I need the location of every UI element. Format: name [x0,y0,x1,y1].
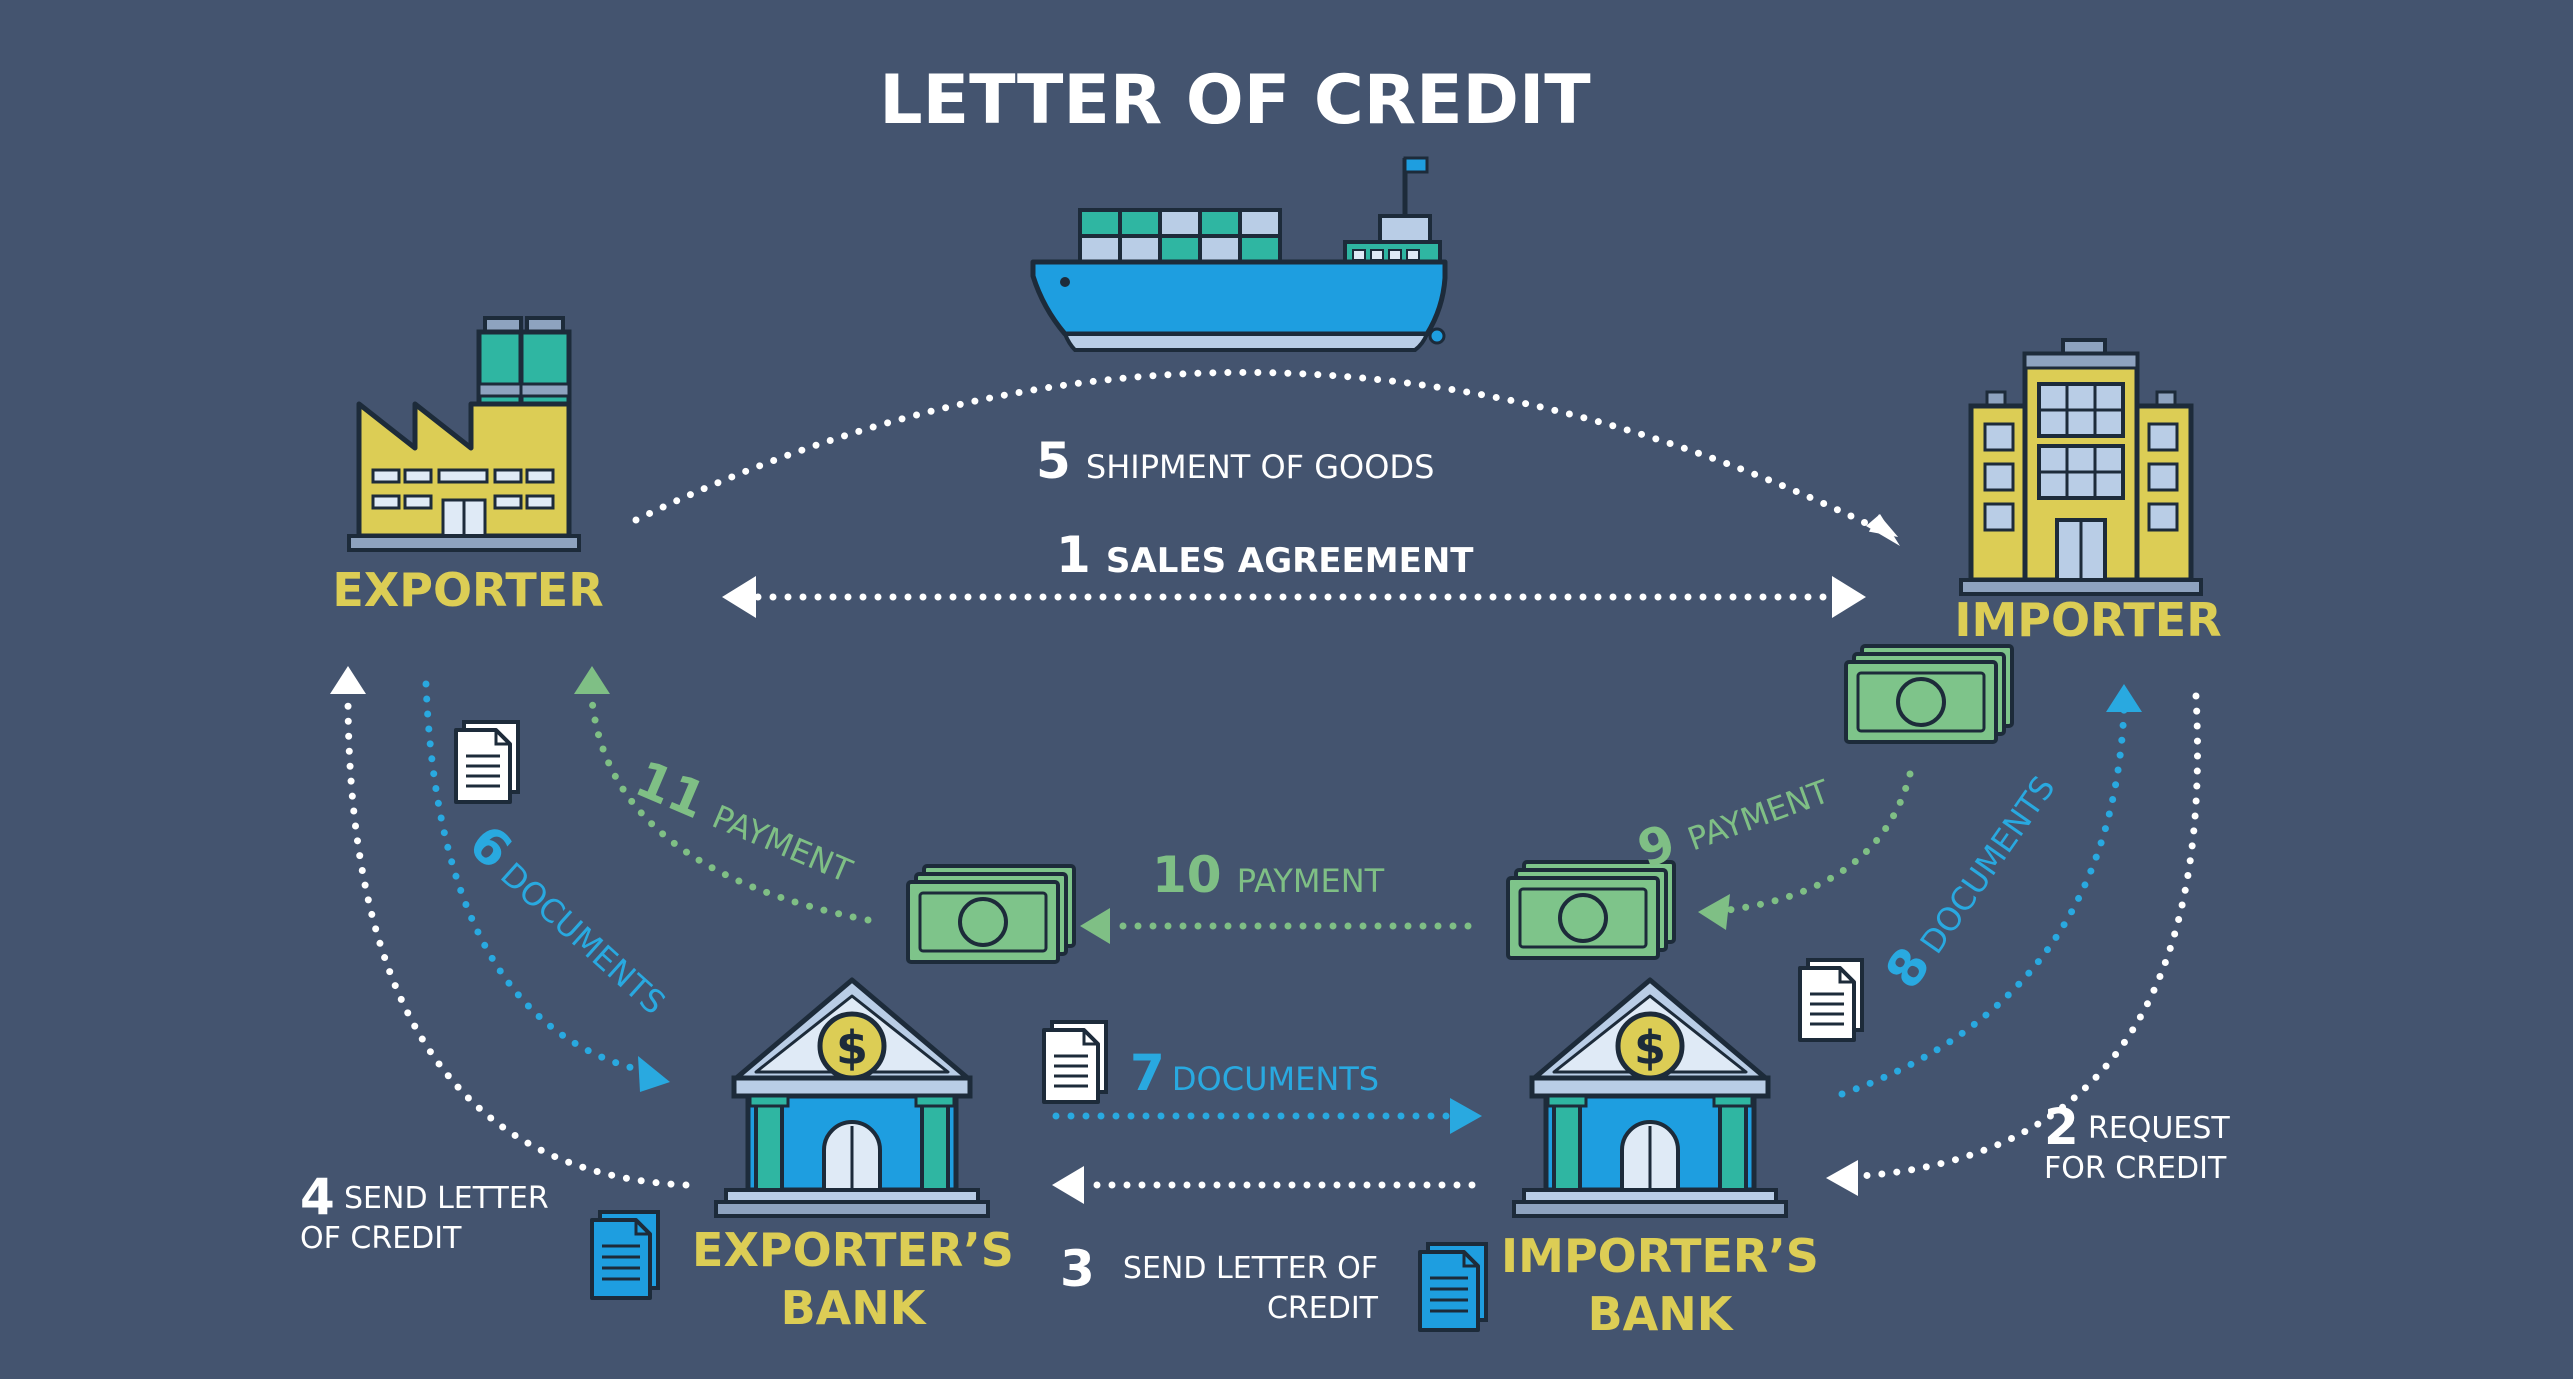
page-title: LETTER OF CREDIT [879,61,1591,140]
label-importer: IMPORTER [1954,593,2221,647]
banknote-stack-icon [1844,644,2014,744]
step-4-text-line1: SEND LETTER [344,1181,549,1216]
step-3-text-line1: SEND LETTER OF [1123,1251,1378,1286]
bank-icon-exporter: $ [716,980,988,1216]
step-1-text: SALES AGREEMENT [1106,541,1474,581]
step-10-number: 10 [1152,846,1222,904]
step-2-number: 2 [2044,1098,2079,1156]
document-icon-blue [590,1210,660,1300]
step-1-label: 1 SALES AGREEMENT [1056,526,1474,584]
step-11-number: 11 [627,750,714,831]
label-importers-bank-line1: IMPORTER’S [1501,1229,1819,1283]
step-10-label: 10 PAYMENT [1152,846,1385,904]
step-11-text: PAYMENT [707,797,858,890]
step-4-text-line2: OF CREDIT [300,1221,462,1256]
cargo-ship-icon [1030,156,1448,352]
step-3-number: 3 [1060,1240,1095,1298]
document-icon [1042,1020,1108,1104]
arrow-documents-6 [422,680,644,1074]
step-8-text: DOCUMENTS [1913,769,2063,961]
step-6-label: 6 DOCUMENTS [458,814,683,1025]
label-exporters-bank-line1: EXPORTER’S [692,1223,1014,1277]
document-icon [1798,958,1864,1042]
factory-icon [347,316,581,552]
step-5-text: SHIPMENT OF GOODS [1086,448,1434,486]
step-9-label: 9 PAYMENT [1630,757,1836,879]
step-10-text: PAYMENT [1237,862,1385,900]
bank-icon-importer: $ [1514,980,1786,1216]
step-2-text-line2: FOR CREDIT [2044,1151,2227,1186]
document-icon-blue [1418,1242,1488,1332]
step-7-text: DOCUMENTS [1172,1060,1379,1098]
currency-symbol: $ [836,1021,868,1075]
step-7-label: 7 DOCUMENTS [1130,1044,1379,1102]
arrow-documents-8 [1838,706,2128,1098]
arrow-request-credit [1856,692,2201,1180]
label-importers-bank-line2: BANK [1588,1287,1735,1341]
label-exporters-bank-line2: BANK [781,1281,928,1335]
step-1-number: 1 [1056,526,1091,584]
step-2-text-line1: REQUEST [2088,1111,2230,1146]
currency-symbol: $ [1634,1021,1666,1075]
arrow-payment-9 [1724,770,1914,914]
step-9-text: PAYMENT [1683,772,1835,858]
step-3-text-line2: CREDIT [1267,1291,1379,1326]
banknote-stack-icon [906,864,1076,964]
step-7-number: 7 [1130,1044,1165,1102]
step-11-label: 11 PAYMENT [627,750,864,894]
arrow-send-letter-4 [344,696,690,1189]
arrow-shipment [632,368,1884,534]
step-5-label: 5 SHIPMENT OF GOODS [1036,432,1434,490]
office-building-icon [1959,338,2203,596]
step-4-number: 4 [300,1168,335,1226]
document-icon [454,720,520,804]
step-5-number: 5 [1036,432,1071,490]
arrowheads [330,514,2142,1204]
label-exporter: EXPORTER [332,563,603,617]
